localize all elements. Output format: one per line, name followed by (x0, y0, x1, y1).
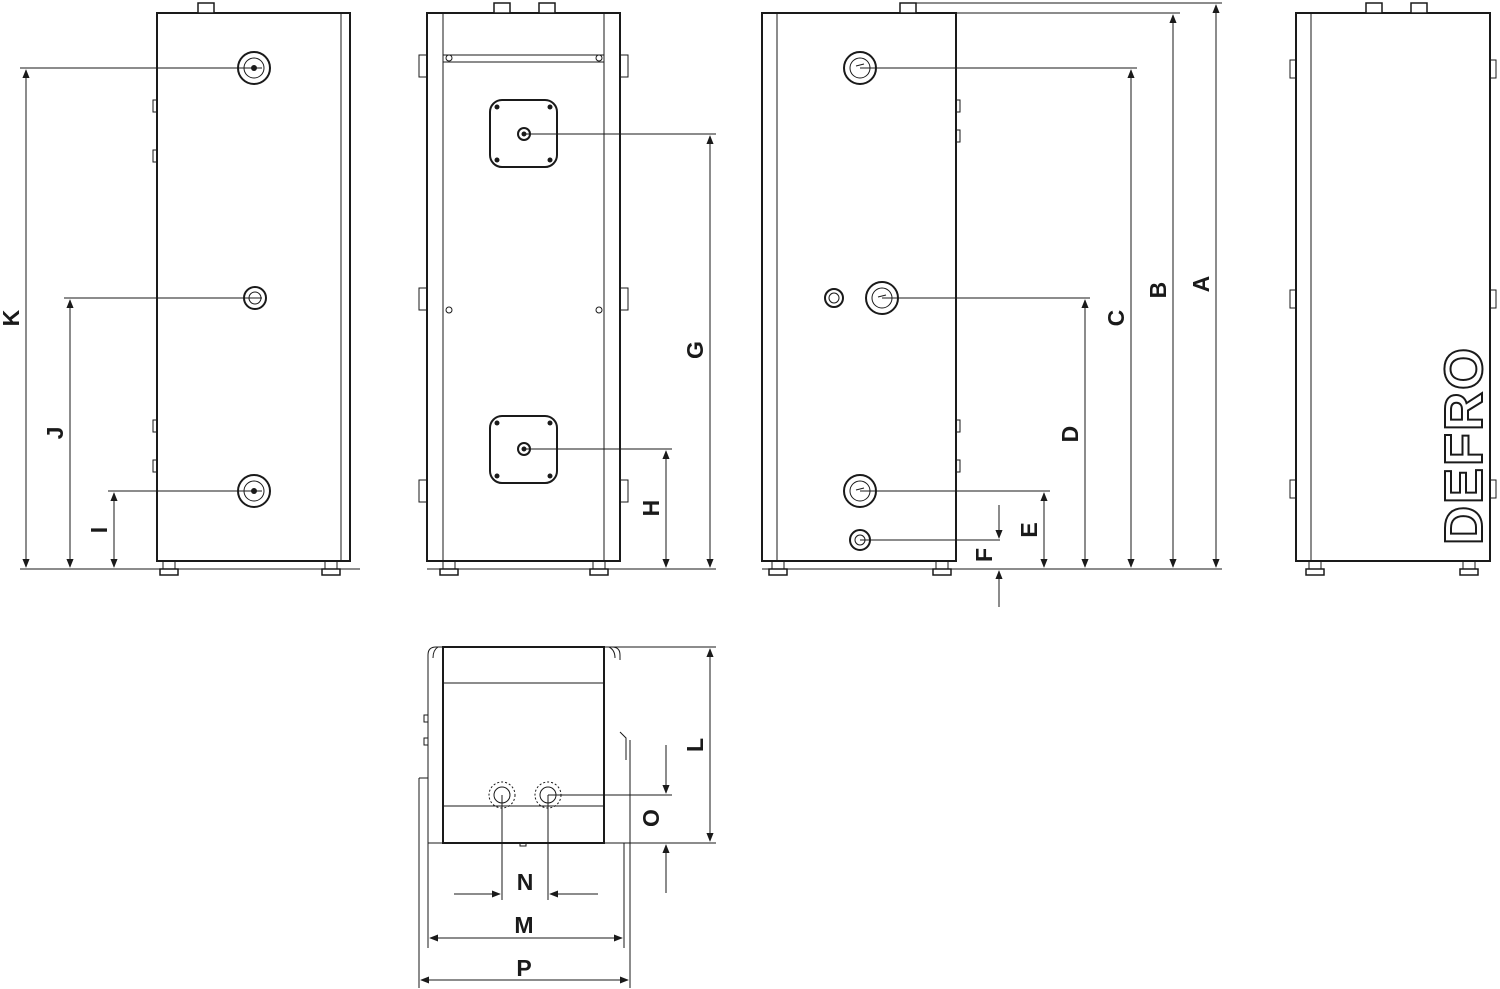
dim-label-b: B (1145, 282, 1171, 299)
dim-label-h: H (638, 500, 664, 517)
dim-label-c: C (1103, 310, 1129, 327)
dim-label-m: M (514, 912, 533, 938)
brand-logo: DEFRO (1434, 346, 1494, 545)
dim-label-j: J (42, 427, 68, 440)
dim-label-e: E (1016, 522, 1042, 537)
view-left-side: K J I (0, 2, 360, 576)
dim-label-d: D (1057, 426, 1083, 443)
view-right-side: DEFRO (1289, 2, 1497, 576)
dim-label-i: I (86, 527, 112, 533)
dim-label-k: K (0, 309, 24, 326)
view-front: A B C D E F (761, 2, 1222, 607)
dim-label-f: F (971, 548, 997, 562)
dim-label-a: A (1188, 276, 1214, 293)
dim-label-n: N (517, 869, 534, 895)
view-rear: G H (418, 2, 716, 576)
port-front-sensor (824, 288, 844, 308)
dim-label-g: G (682, 341, 708, 359)
dim-label-o: O (638, 809, 664, 827)
dim-label-p: P (516, 955, 531, 981)
view-top: L O N M P (418, 646, 716, 988)
dim-label-l: L (682, 738, 708, 752)
